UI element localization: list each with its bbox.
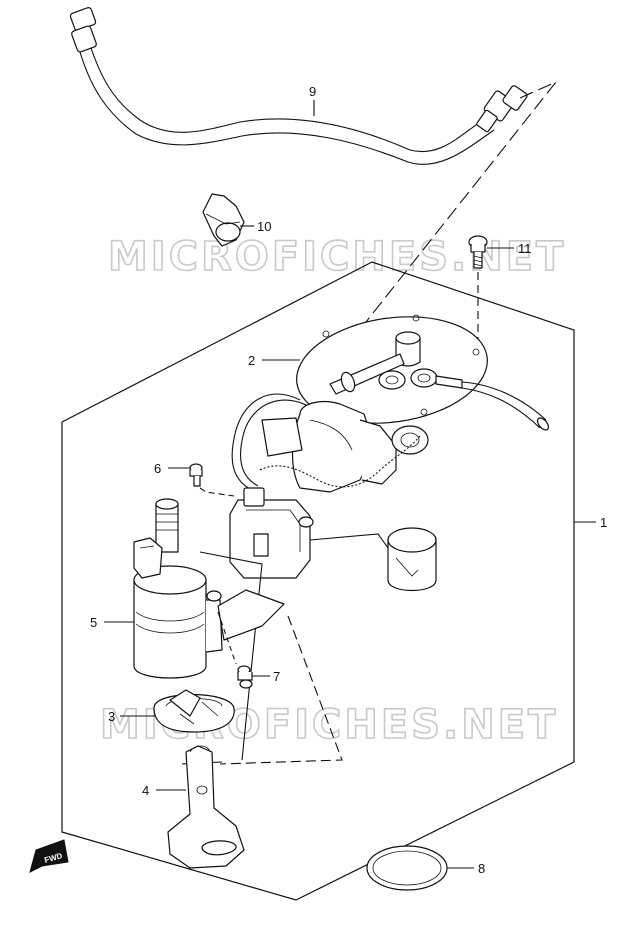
holder-plate <box>167 745 245 869</box>
watermark-top: MICROFICHES.NET <box>108 234 566 280</box>
pump-motor-body <box>229 401 437 591</box>
callout-3: 3 <box>108 709 156 724</box>
guide-line <box>199 551 263 761</box>
callout-9: 9 <box>309 84 316 116</box>
fuel-hose <box>69 7 557 381</box>
pump-flange-plate <box>231 314 550 491</box>
callout-10: 10 <box>240 219 271 234</box>
callout-7: 7 <box>252 669 280 684</box>
bolt-6 <box>189 463 235 497</box>
callout-1: 1 <box>574 515 607 530</box>
svg-text:10: 10 <box>257 219 271 234</box>
forward-arrow-icon: FWD <box>29 839 69 873</box>
pump-filter-cup <box>153 689 235 733</box>
callout-5: 5 <box>90 615 134 630</box>
callout-6: 6 <box>154 461 190 476</box>
svg-text:8: 8 <box>478 861 485 876</box>
o-ring-gasket <box>366 845 448 891</box>
mounting-screw <box>468 235 488 350</box>
svg-text:1: 1 <box>600 515 607 530</box>
hose-clamp <box>202 193 245 247</box>
callout-4: 4 <box>142 783 186 798</box>
callout-2: 2 <box>248 353 300 368</box>
svg-text:5: 5 <box>90 615 97 630</box>
callout-11: 11 <box>487 241 532 256</box>
svg-text:4: 4 <box>142 783 149 798</box>
svg-text:7: 7 <box>273 669 280 684</box>
callout-8: 8 <box>447 861 485 876</box>
svg-text:11: 11 <box>518 241 532 256</box>
svg-text:6: 6 <box>154 461 161 476</box>
fuel-pump-cylinder <box>133 498 285 679</box>
assembly-outline <box>61 261 575 901</box>
svg-text:9: 9 <box>309 84 316 99</box>
svg-text:3: 3 <box>108 709 115 724</box>
svg-text:2: 2 <box>248 353 255 368</box>
